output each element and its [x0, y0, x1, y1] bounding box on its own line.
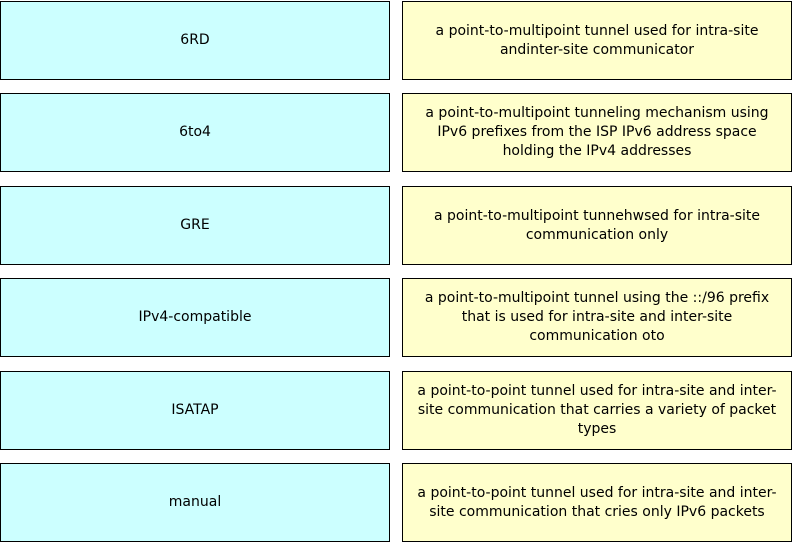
term-box-manual[interactable]: manual [0, 463, 390, 542]
term-label: GRE [180, 217, 210, 233]
definition-box-3[interactable]: a point-to-multipoint tunnehwsed for int… [402, 186, 792, 265]
definition-box-1[interactable]: a point-to-multipoint tunnel used for in… [402, 1, 792, 80]
term-box-gre[interactable]: GRE [0, 186, 390, 265]
term-box-6to4[interactable]: 6to4 [0, 93, 390, 172]
definition-box-4[interactable]: a point-to-multipoint tunnel using the :… [402, 278, 792, 357]
definition-text: a point-to-multipoint tunneling mechanis… [425, 105, 769, 159]
definition-text: a point-to-multipoint tunnehwsed for int… [434, 207, 760, 243]
term-box-isatap[interactable]: ISATAP [0, 371, 390, 450]
term-label: 6to4 [179, 124, 211, 140]
definition-text: a point-to-multipoint tunnel used for in… [435, 22, 759, 58]
term-label: 6RD [180, 32, 210, 48]
term-label: IPv4-compatible [138, 309, 252, 325]
term-box-ipv4-compatible[interactable]: IPv4-compatible [0, 278, 390, 357]
term-label: ISATAP [171, 402, 219, 418]
definition-box-6[interactable]: a point-to-point tunnel used for intra-s… [402, 463, 792, 542]
term-box-6rd[interactable]: 6RD [0, 1, 390, 80]
definition-box-5[interactable]: a point-to-point tunnel used for intra-s… [402, 371, 792, 450]
definition-box-2[interactable]: a point-to-multipoint tunneling mechanis… [402, 93, 792, 172]
definition-text: a point-to-point tunnel used for intra-s… [417, 383, 777, 437]
definition-text: a point-to-multipoint tunnel using the :… [424, 290, 770, 344]
term-label: manual [168, 494, 222, 510]
definition-text: a point-to-point tunnel used for intra-s… [417, 484, 777, 520]
